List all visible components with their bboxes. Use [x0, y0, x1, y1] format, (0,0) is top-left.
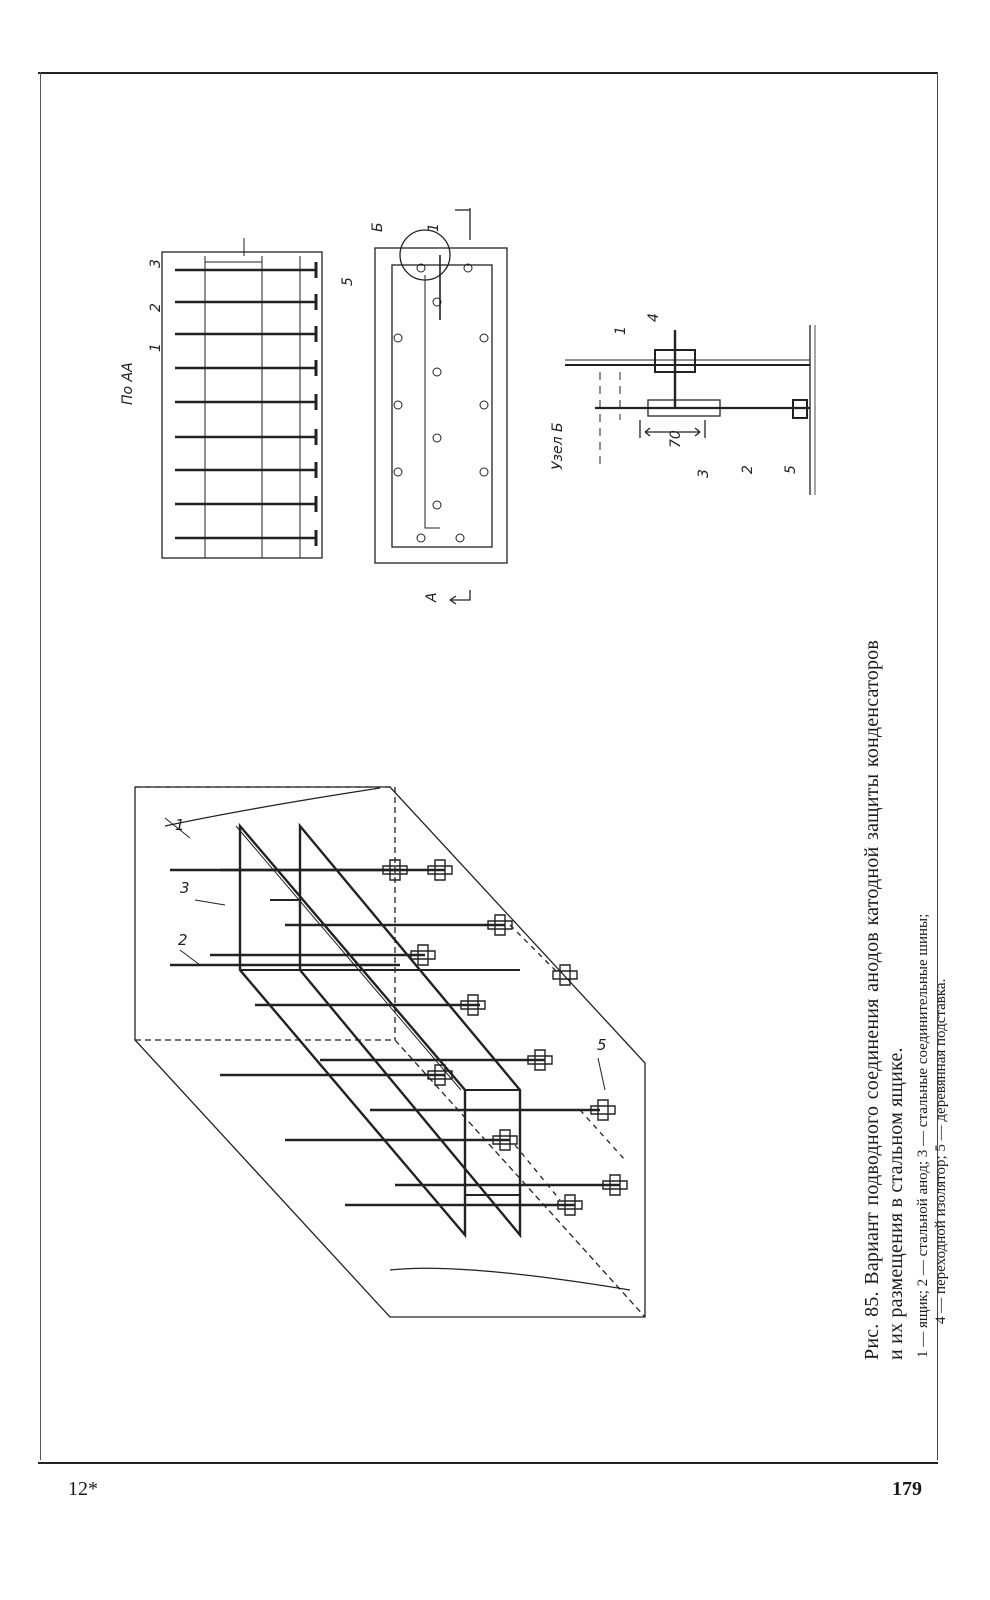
aa-callout-2: 2 — [148, 303, 164, 312]
figure-caption: Рис. 85. Вариант подводного соединения а… — [860, 640, 950, 1360]
view-aa-labels: По АА 1 2 3 5 — [120, 259, 356, 405]
plan-view — [374, 208, 508, 605]
page-signature: 12* — [68, 1478, 98, 1500]
busbar-frame-2 — [298, 822, 522, 1239]
section-label-a: А — [424, 592, 440, 603]
node-ref-b: Б — [370, 222, 386, 232]
view-aa-title: По АА — [120, 362, 136, 405]
frame-right-border — [937, 72, 938, 1460]
wooden-stands — [382, 859, 628, 1216]
callout-3: 3 — [180, 879, 190, 897]
page-frame — [38, 72, 938, 1464]
node-callout-4: 4 — [646, 313, 662, 322]
node-b-detail — [565, 325, 816, 495]
node-callout-2: 2 — [740, 465, 756, 474]
node-b-labels: Узел Б 70 1 4 3 2 5 — [550, 313, 799, 478]
caption-title: Рис. 85. Вариант подводного соединения а… — [861, 640, 907, 1360]
node-b-title: Узел Б — [550, 422, 566, 470]
aa-callout-5: 5 — [340, 277, 356, 286]
page-number: 179 — [892, 1478, 922, 1500]
iso-callouts: 1 2 3 5 — [164, 816, 607, 1091]
legend-line-1: 1 — ящик; 2 — стальной анод; 3 — стальны… — [915, 913, 931, 1358]
plan-labels: Б 1 А — [370, 222, 442, 603]
node-callout-3: 3 — [696, 469, 712, 478]
aa-callout-1: 1 — [148, 343, 164, 352]
dimension-70: 70 — [668, 430, 684, 448]
callout-2: 2 — [178, 931, 188, 949]
isometric-box-view — [134, 786, 646, 1318]
node-callout-5: 5 — [783, 465, 799, 474]
frame-left-border — [40, 72, 41, 1460]
plan-callout-1: 1 — [426, 223, 442, 232]
callout-5: 5 — [597, 1036, 607, 1054]
caption-legend: 1 — ящик; 2 — стальной анод; 3 — стальны… — [914, 640, 950, 1360]
legend-line-2: 4 — переходной изолятор; 5 — деревянная … — [933, 978, 949, 1324]
callout-1: 1 — [175, 816, 185, 834]
node-callout-1: 1 — [613, 326, 629, 335]
aa-callout-3: 3 — [148, 259, 164, 268]
section-view-aa — [161, 238, 323, 559]
